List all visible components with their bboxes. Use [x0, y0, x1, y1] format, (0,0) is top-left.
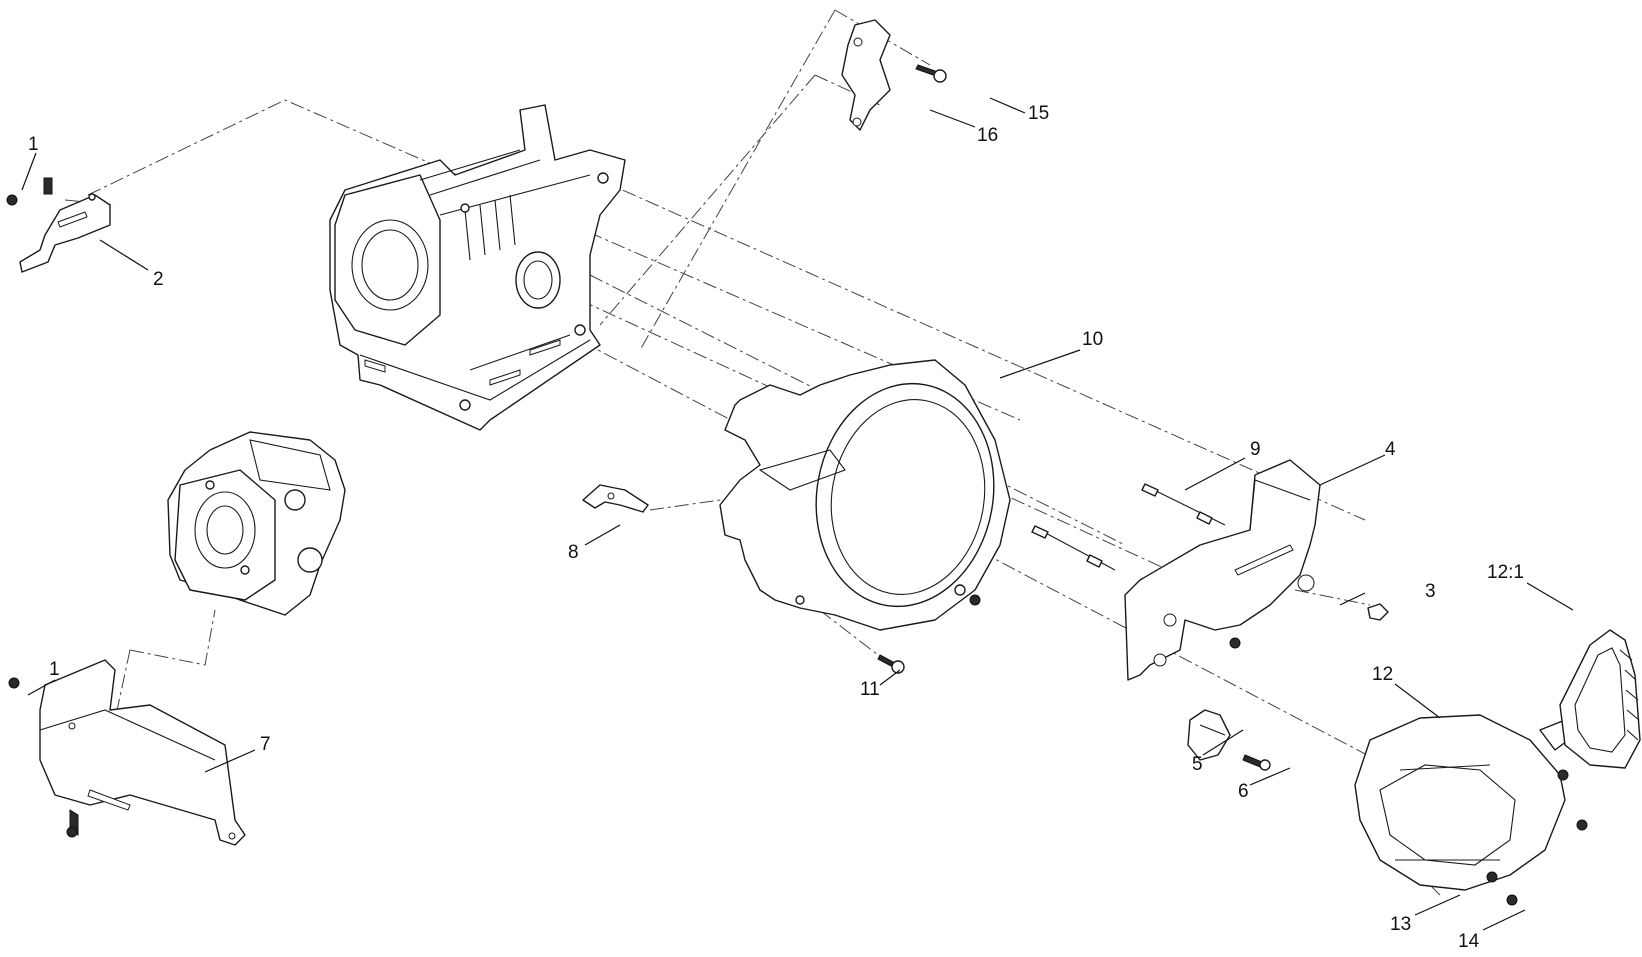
bracket-part-16 [841, 19, 891, 131]
blower-housing-part-10 [719, 359, 1011, 631]
callout-1-bottom: 1 [49, 659, 60, 680]
callout-10: 10 [1082, 329, 1103, 350]
callout-13: 13 [1390, 914, 1411, 935]
callout-5: 5 [1192, 754, 1203, 775]
part-5 [1187, 709, 1231, 761]
nut-part-3 [1367, 603, 1389, 621]
callout-11: 11 [860, 679, 880, 700]
bolt-part-15 [915, 64, 947, 83]
starter-handle-part-12-1 [1559, 629, 1641, 769]
callout-15: 15 [1028, 103, 1049, 124]
callout-9: 9 [1250, 439, 1261, 460]
studs-part-9 [1031, 483, 1226, 571]
callout-14: 14 [1458, 931, 1480, 952]
bolt-part-6 [1242, 754, 1271, 771]
callout-8: 8 [568, 542, 579, 563]
callout-4: 4 [1385, 439, 1396, 460]
callout-12-1: 12:1 [1487, 562, 1524, 583]
cylinder-head [167, 431, 346, 616]
clip-part-8 [582, 484, 649, 513]
callout-1-top: 1 [28, 134, 39, 155]
bracket-part-4 [1124, 459, 1321, 681]
bolt-part-11 [877, 654, 905, 674]
callout-16: 16 [977, 125, 998, 146]
callout-labels: 1 2 3 4 5 6 7 8 9 10 11 12 12:1 13 14 15… [28, 103, 1524, 952]
callout-12: 12 [1372, 664, 1393, 685]
engine-crankcase [329, 104, 626, 431]
leader-lines [21, 97, 1574, 931]
recoil-starter-part-12 [1354, 714, 1588, 906]
callout-6: 6 [1238, 781, 1249, 802]
callout-3: 3 [1425, 581, 1436, 602]
shield-part-7 [8, 659, 246, 846]
callout-7: 7 [260, 734, 271, 755]
callout-2: 2 [153, 269, 164, 290]
bracket-part-2 [6, 177, 111, 273]
